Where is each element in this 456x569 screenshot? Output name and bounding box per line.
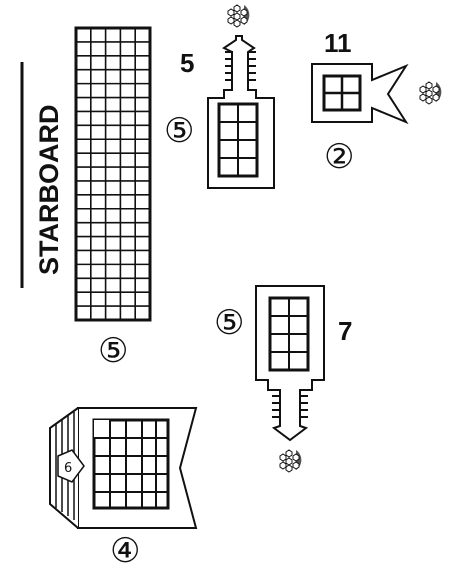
main-grid-count: ⑤ [98,331,128,371]
booth-a-symbol [227,4,250,28]
booth-c-number: 7 [338,316,352,346]
starboard-label: STARBOARD [34,105,64,276]
booth-d-count: ④ [110,531,140,569]
booth-c [255,285,325,442]
booth-d-inner-label: 6 [64,461,72,476]
booth-d [49,407,198,529]
booth-a [207,35,275,189]
booth-b-symbol [419,81,442,105]
booth-a-number: 5 [180,48,194,78]
main-seat-grid [74,26,152,322]
booth-b-number: 11 [324,28,352,58]
booth-c-count: ⑤ [214,303,244,343]
booth-b-count: ② [324,137,354,177]
booth-a-count: ⑤ [164,111,194,151]
booth-b [311,63,409,125]
booth-c-symbol [279,449,302,473]
